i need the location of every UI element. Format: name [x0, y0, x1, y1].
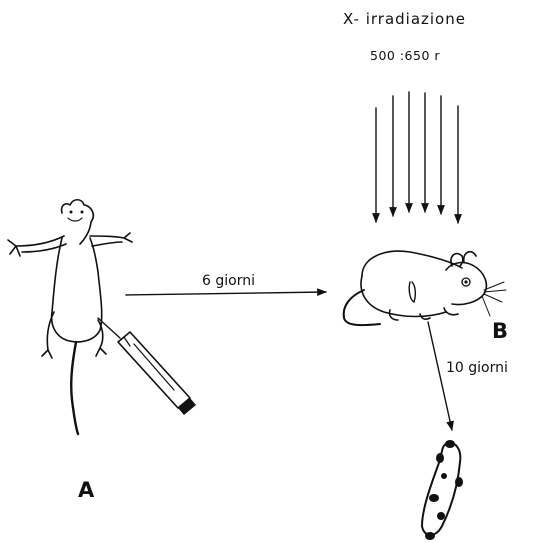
label-a: A — [78, 478, 95, 502]
nodule — [445, 440, 455, 448]
spleen-illustration — [422, 440, 463, 540]
arrow-10-days — [428, 322, 452, 430]
nodule — [455, 477, 463, 487]
nodule — [441, 473, 447, 479]
nodule — [425, 532, 435, 540]
days-label-second: 10 giorni — [446, 360, 508, 376]
nodule — [436, 453, 444, 463]
dose-label: 500 :650 r — [370, 48, 440, 63]
arrow-6-days — [126, 292, 326, 295]
nodule — [429, 494, 439, 502]
label-b: B — [492, 319, 508, 343]
days-label-first: 6 giorni — [202, 273, 255, 289]
x-ray-arrows — [376, 92, 458, 223]
mouse-a-illustration — [8, 200, 196, 434]
irradiation-label: X- irradiazione — [343, 10, 466, 28]
nodule — [437, 512, 445, 520]
mouse-b-illustration — [344, 251, 506, 325]
